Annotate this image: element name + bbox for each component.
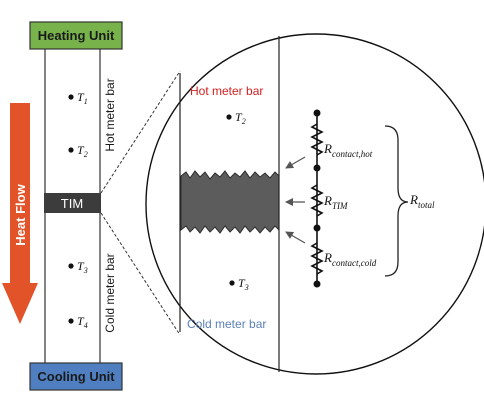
cooling-unit: Cooling Unit: [29, 362, 123, 391]
sensor-t1: T1: [68, 90, 88, 106]
r-contact-hot-label: Rcontact,hot: [323, 141, 373, 159]
sensor-t4: T4: [68, 314, 88, 330]
sensor-t3: T3: [68, 259, 88, 275]
zoom-sensor-t2: T2: [226, 110, 246, 126]
interface-arrows: [285, 156, 306, 244]
svg-text:T3: T3: [238, 276, 249, 292]
tim-layer: TIM: [44, 193, 101, 213]
r-total-label: Rtotal: [409, 192, 435, 210]
resistor-contact-cold: [310, 242, 324, 275]
r-contact-cold-label: Rcontact,cold: [323, 250, 377, 268]
svg-text:T2: T2: [77, 143, 88, 159]
total-brace: [384, 125, 409, 277]
cold-meter-bar-label: Cold meter bar: [103, 253, 117, 332]
resistor-tim: [310, 184, 324, 217]
heating-unit: Heating Unit: [29, 21, 123, 50]
hot-meter-bar-label: Hot meter bar: [103, 78, 117, 151]
heat-flow-arrow: Heat Flow: [2, 103, 38, 324]
zoom-cold-meter-bar-label: Cold meter bar: [187, 317, 266, 331]
zoom-detail-circle: [145, 33, 484, 375]
svg-text:T1: T1: [77, 90, 88, 106]
svg-text:T4: T4: [77, 314, 88, 330]
zoom-connector-lines: [100, 70, 181, 336]
r-tim-label: RTIM: [323, 193, 348, 211]
svg-text:T3: T3: [77, 259, 88, 275]
tim-label: TIM: [61, 196, 83, 211]
heating-unit-label: Heating Unit: [38, 28, 115, 43]
heat-flow-label: Heat Flow: [13, 183, 28, 245]
resistor-contact-hot: [310, 123, 324, 156]
zoom-sensor-t3: T3: [229, 276, 249, 292]
svg-text:T2: T2: [235, 110, 246, 126]
tim-rough-layer: [180, 170, 280, 234]
zoom-hot-meter-bar-label: Hot meter bar: [190, 84, 263, 98]
sensor-t2: T2: [68, 143, 88, 159]
cooling-unit-label: Cooling Unit: [37, 369, 115, 384]
resistor-chain: [310, 109, 324, 288]
